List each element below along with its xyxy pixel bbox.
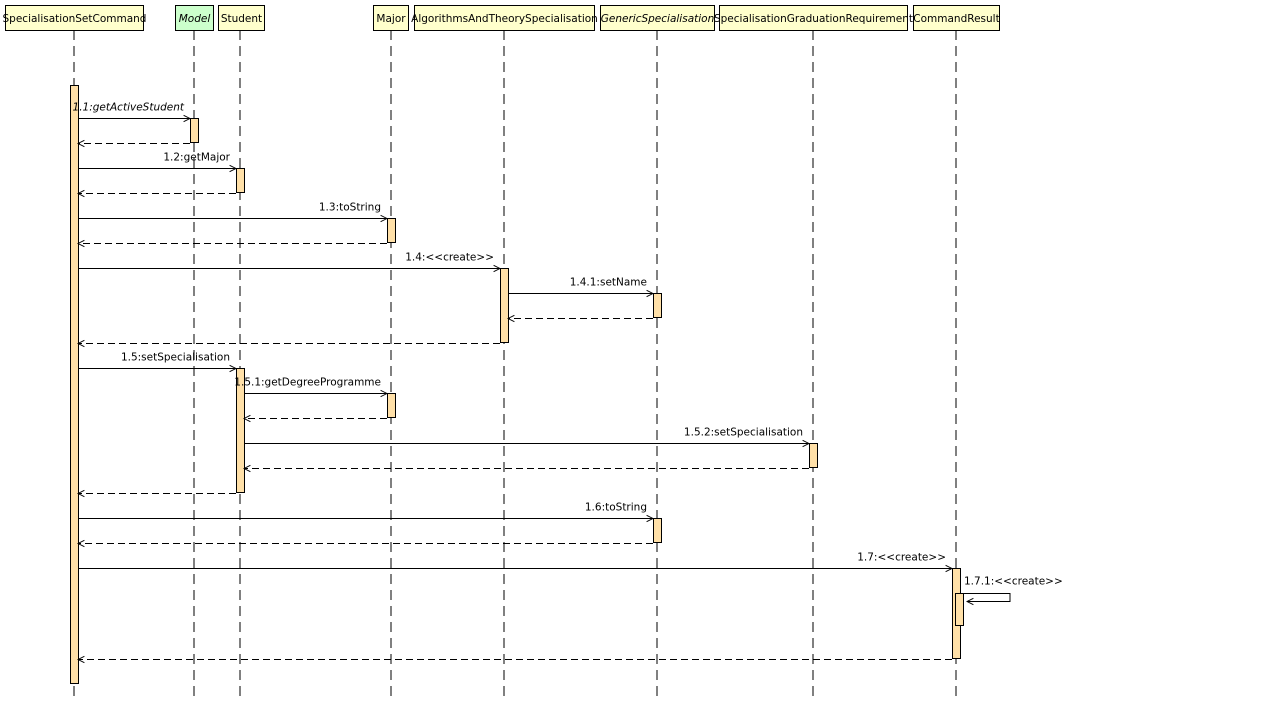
call-message: 1.7:<<create>>: [78, 552, 952, 569]
activation-bar-major: [387, 218, 396, 243]
message-label: 1.6:toString: [585, 502, 647, 514]
message-label: 1.7:<<create>>: [857, 552, 946, 564]
call-message: 1.1:getActiveStudent: [73, 102, 190, 119]
message-label: 1.7.1:<<create>>: [964, 576, 1063, 588]
call-message: 1.4.1:setName: [508, 277, 653, 294]
self-message-arrow: [960, 593, 1011, 602]
participant-box: [719, 5, 908, 31]
message-label: 1.1:getActiveStudent: [73, 102, 185, 114]
participant-result[interactable]: CommandResult: [913, 5, 1000, 31]
activation-bars-layer: [70, 85, 964, 684]
message-label: 1.3:toString: [319, 202, 381, 214]
call-message: 1.6:toString: [78, 502, 653, 519]
participant-label: GenericSpecialisation: [601, 13, 715, 25]
call-message: 1.5:setSpecialisation: [78, 352, 236, 369]
participant-label: AlgorithmsAndTheorySpecialisation: [411, 13, 598, 25]
self-message: 1.7.1:<<create>>: [960, 576, 1063, 602]
participant-cmd[interactable]: SpecialisationSetCommand: [3, 5, 147, 31]
activation-bar-req: [809, 443, 818, 468]
activation-bar-major: [387, 393, 396, 418]
participant-box: [373, 5, 409, 31]
activation-bar-generic: [653, 518, 662, 543]
participant-box: [175, 5, 214, 31]
participant-label: SpecialisationSetCommand: [3, 13, 147, 25]
participant-algo[interactable]: AlgorithmsAndTheorySpecialisation: [411, 5, 598, 31]
participant-box: [913, 5, 1000, 31]
participant-req[interactable]: SpecialisationGraduationRequirement: [714, 5, 913, 31]
activation-bar-result: [955, 593, 964, 626]
call-message: 1.3:toString: [78, 202, 387, 219]
participant-major[interactable]: Major: [373, 5, 409, 31]
message-label: 1.5.2:setSpecialisation: [684, 427, 803, 439]
call-message: 1.2:getMajor: [78, 152, 236, 169]
participant-headers-layer: SpecialisationSetCommand Model Student Majo…: [3, 5, 1000, 31]
message-label: 1.4.1:setName: [570, 277, 647, 289]
message-label: 1.5:setSpecialisation: [121, 352, 230, 364]
activation-bar-model: [190, 118, 199, 143]
participant-box: [600, 5, 715, 31]
participant-label: Student: [221, 13, 262, 25]
call-message: 1.4:<<create>>: [78, 252, 500, 269]
participant-box: [414, 5, 595, 31]
activation-bar-cmd: [70, 85, 79, 684]
participant-label: Major: [376, 13, 406, 25]
participant-box: [5, 5, 144, 31]
participant-student[interactable]: Student: [218, 5, 265, 31]
participant-model[interactable]: Model: [175, 5, 214, 31]
participant-box: [218, 5, 265, 31]
activation-bar-generic: [653, 293, 662, 318]
activation-bar-algo: [500, 268, 509, 343]
participant-generic[interactable]: GenericSpecialisation: [600, 5, 715, 31]
message-label: 1.5.1:getDegreeProgramme: [234, 377, 381, 389]
participant-label: CommandResult: [913, 13, 999, 25]
lifelines-layer: [73, 30, 957, 702]
message-label: 1.2:getMajor: [163, 152, 230, 164]
activation-bar-student: [236, 368, 245, 493]
participant-label: Model: [179, 13, 211, 25]
activation-bar-student: [236, 168, 245, 193]
messages-layer: 1.1:getActiveStudent 1.2:getMajor 1.3:toSt…: [73, 102, 1063, 660]
participant-label: SpecialisationGraduationRequirement: [714, 13, 913, 25]
message-label: 1.4:<<create>>: [405, 252, 494, 264]
call-message: 1.5.2:setSpecialisation: [244, 427, 809, 444]
call-message: 1.5.1:getDegreeProgramme: [234, 377, 387, 394]
